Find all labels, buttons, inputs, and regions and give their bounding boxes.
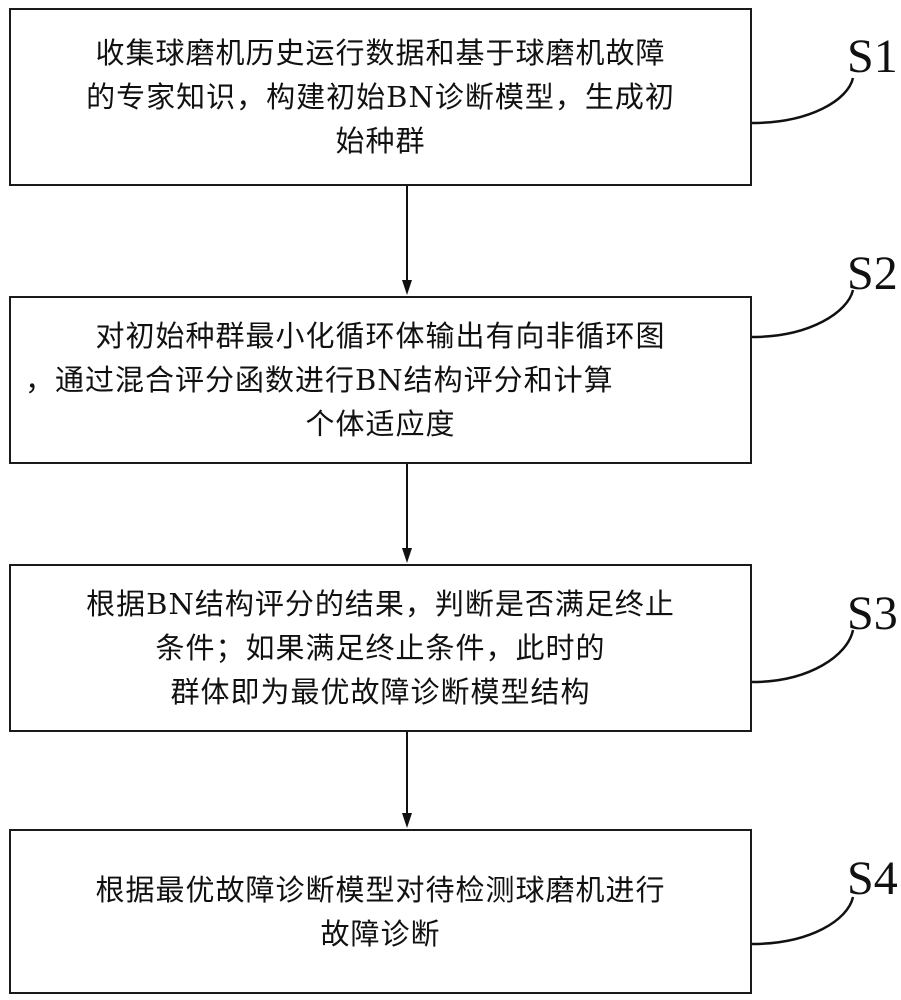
leader-s4 xyxy=(751,896,855,946)
step-line: 条件；如果满足终止条件，此时的 xyxy=(155,631,606,665)
step-text-s1: 收集球磨机历史运行数据和基于球磨机故障 的专家知识，构建初始BN诊断模型，生成初… xyxy=(11,31,750,163)
arrowhead-s4 xyxy=(402,813,412,828)
step-line: 群体即为最优故障诊断模型结构 xyxy=(170,675,591,709)
step-line: 对初始种群最小化循环体输出有向非循环图 xyxy=(95,319,666,353)
step-line: 故障诊断 xyxy=(320,916,441,951)
step-label-s2: S2 xyxy=(847,247,898,300)
step-text-s3: 根据BN结构评分的结果，判断是否满足终止 条件；如果满足终止条件，此时的 群体即… xyxy=(11,582,750,714)
leader-s3 xyxy=(751,629,855,684)
step-line: 收集球磨机历史运行数据和基于球磨机故障 xyxy=(95,36,666,70)
step-box-s3: 根据BN结构评分的结果，判断是否满足终止 条件；如果满足终止条件，此时的 群体即… xyxy=(9,564,752,732)
step-label-s3: S3 xyxy=(847,587,898,640)
leader-s1 xyxy=(751,77,855,125)
step-line: 根据BN结构评分的结果，判断是否满足终止 xyxy=(86,587,675,621)
step-line: 的专家知识，构建初始BN诊断模型，生成初 xyxy=(86,80,675,114)
step-line: 根据最优故障诊断模型对待检测球磨机进行 xyxy=(95,872,666,907)
leader-s2 xyxy=(751,289,855,339)
arrowhead-s2 xyxy=(402,280,412,295)
arrowhead-s3 xyxy=(402,548,412,563)
step-box-s1: 收集球磨机历史运行数据和基于球磨机故障 的专家知识，构建初始BN诊断模型，生成初… xyxy=(9,8,752,186)
step-label-s1: S1 xyxy=(847,30,898,83)
step-line: 个体适应度 xyxy=(305,407,456,441)
step-line: ，通过混合评分函数进行BN结构评分和计算 xyxy=(25,363,614,397)
step-line: 始种群 xyxy=(335,124,426,158)
step-box-s4: 根据最优故障诊断模型对待检测球磨机进行 故障诊断 xyxy=(9,829,752,994)
step-text-s2: 对初始种群最小化循环体输出有向非循环图 ，通过混合评分函数进行BN结构评分和计算… xyxy=(11,314,750,446)
step-label-s4: S4 xyxy=(847,852,898,905)
step-box-s2: 对初始种群最小化循环体输出有向非循环图 ，通过混合评分函数进行BN结构评分和计算… xyxy=(9,296,752,464)
step-text-s4: 根据最优故障诊断模型对待检测球磨机进行 故障诊断 xyxy=(11,868,750,956)
